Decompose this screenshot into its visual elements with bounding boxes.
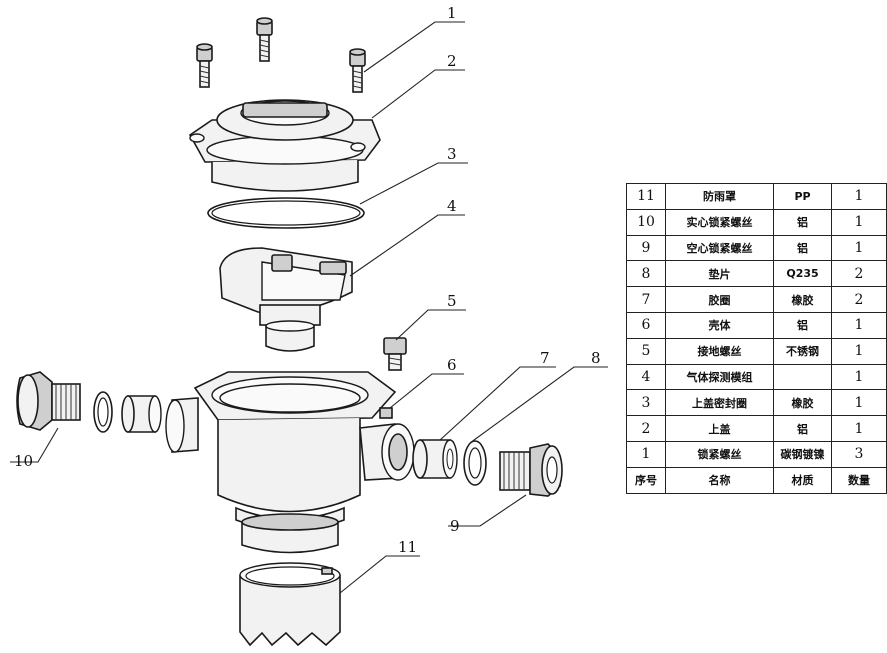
bom-qty: 1 xyxy=(831,183,887,210)
callout-numbers: 1 2 3 4 5 6 7 8 9 10 11 xyxy=(14,4,601,556)
bom-no: 10 xyxy=(626,208,666,236)
callout-5: 5 xyxy=(447,292,457,310)
bom-no: 4 xyxy=(626,363,666,391)
table-row: 5 接地螺丝 不锈钢 1 xyxy=(626,337,887,365)
rubber-ring-right xyxy=(463,440,487,486)
washer-right xyxy=(412,439,458,479)
callout-11: 11 xyxy=(398,538,417,556)
callout-8: 8 xyxy=(591,349,601,367)
bom-no: 3 xyxy=(626,389,666,417)
bom-no: 6 xyxy=(626,311,666,339)
bom-header-name: 名称 xyxy=(665,466,774,494)
bom-name: 气体探测模组 xyxy=(665,363,774,391)
housing xyxy=(165,371,415,554)
callout-6: 6 xyxy=(447,356,457,374)
bom-name: 锁紧螺丝 xyxy=(665,440,774,468)
bom-material xyxy=(773,363,832,391)
callout-10: 10 xyxy=(14,452,33,470)
bom-material: 橡胶 xyxy=(773,389,832,417)
bom-header-qty: 数量 xyxy=(831,466,887,494)
bom-name: 防雨罩 xyxy=(665,183,774,210)
callout-9: 9 xyxy=(450,517,460,535)
solid-locking-screw xyxy=(16,371,81,431)
bom-qty: 1 xyxy=(831,337,887,365)
hollow-locking-screw xyxy=(499,443,563,497)
table-row: 6 壳体 铝 1 xyxy=(626,311,887,339)
bom-name: 接地螺丝 xyxy=(665,337,774,365)
table-row: 2 上盖 铝 1 xyxy=(626,415,887,442)
bom-qty: 1 xyxy=(831,363,887,391)
bom-no: 7 xyxy=(626,286,666,313)
cover-seal-ring xyxy=(207,197,365,229)
bom-name: 空心锁紧螺丝 xyxy=(665,234,774,262)
table-row: 8 垫片 Q235 2 xyxy=(626,260,887,288)
callout-7: 7 xyxy=(540,349,550,367)
bom-name: 垫片 xyxy=(665,260,774,288)
table-header-row: 序号 名称 材质 数量 xyxy=(626,466,887,494)
callout-1: 1 xyxy=(447,4,457,22)
table-row: 3 上盖密封圈 橡胶 1 xyxy=(626,389,887,417)
table-row: 4 气体探测模组 1 xyxy=(626,363,887,391)
bom-qty: 2 xyxy=(831,260,887,288)
bom-no: 5 xyxy=(626,337,666,365)
bom-qty: 1 xyxy=(831,415,887,442)
bom-material: 铝 xyxy=(773,311,832,339)
gas-detection-module xyxy=(219,247,353,352)
bom-qty: 2 xyxy=(831,286,887,313)
callout-2: 2 xyxy=(447,52,457,70)
bom-header-material: 材质 xyxy=(773,466,832,494)
bom-no: 1 xyxy=(626,440,666,468)
bom-qty: 1 xyxy=(831,234,887,262)
bom-no: 9 xyxy=(626,234,666,262)
table-row: 7 胶圈 橡胶 2 xyxy=(626,286,887,313)
bom-name: 上盖密封圈 xyxy=(665,389,774,417)
bom-material: 碳钢镀镍 xyxy=(773,440,832,468)
rubber-ring-left xyxy=(93,391,113,433)
bom-material: PP xyxy=(773,183,832,210)
bom-no: 2 xyxy=(626,415,666,442)
bom-qty: 3 xyxy=(831,440,887,468)
bom-name: 实心锁紧螺丝 xyxy=(665,208,774,236)
bom-no: 11 xyxy=(626,183,666,210)
callout-3: 3 xyxy=(447,145,457,163)
bom-name: 壳体 xyxy=(665,311,774,339)
bom-material: 橡胶 xyxy=(773,286,832,313)
top-cover xyxy=(188,99,381,192)
bom-material: Q235 xyxy=(773,260,832,288)
bom-qty: 1 xyxy=(831,389,887,417)
bom-qty: 1 xyxy=(831,208,887,236)
grounding-screw xyxy=(383,337,407,371)
table-row: 9 空心锁紧螺丝 铝 1 xyxy=(626,234,887,262)
bom-material: 铝 xyxy=(773,415,832,442)
callout-4: 4 xyxy=(447,197,457,215)
washer-left xyxy=(121,395,162,433)
locking-screw-left xyxy=(196,43,213,88)
locking-screw-right xyxy=(349,48,366,93)
bom-material: 不锈钢 xyxy=(773,337,832,365)
bill-of-materials-table: 11 防雨罩 PP 1 10 实心锁紧螺丝 铝 1 9 空心锁紧螺丝 铝 1 8… xyxy=(626,183,887,494)
table-row: 11 防雨罩 PP 1 xyxy=(626,183,887,210)
leader-lines xyxy=(10,21,608,594)
bom-header-no: 序号 xyxy=(626,466,666,494)
bom-material: 铝 xyxy=(773,208,832,236)
bom-name: 胶圈 xyxy=(665,286,774,313)
bom-material: 铝 xyxy=(773,234,832,262)
bom-name: 上盖 xyxy=(665,415,774,442)
table-row: 10 实心锁紧螺丝 铝 1 xyxy=(626,208,887,236)
locking-screw-middle xyxy=(256,17,273,62)
rain-cover xyxy=(239,562,341,647)
table-row: 1 锁紧螺丝 碳钢镀镍 3 xyxy=(626,440,887,468)
bom-qty: 1 xyxy=(831,311,887,339)
bom-no: 8 xyxy=(626,260,666,288)
